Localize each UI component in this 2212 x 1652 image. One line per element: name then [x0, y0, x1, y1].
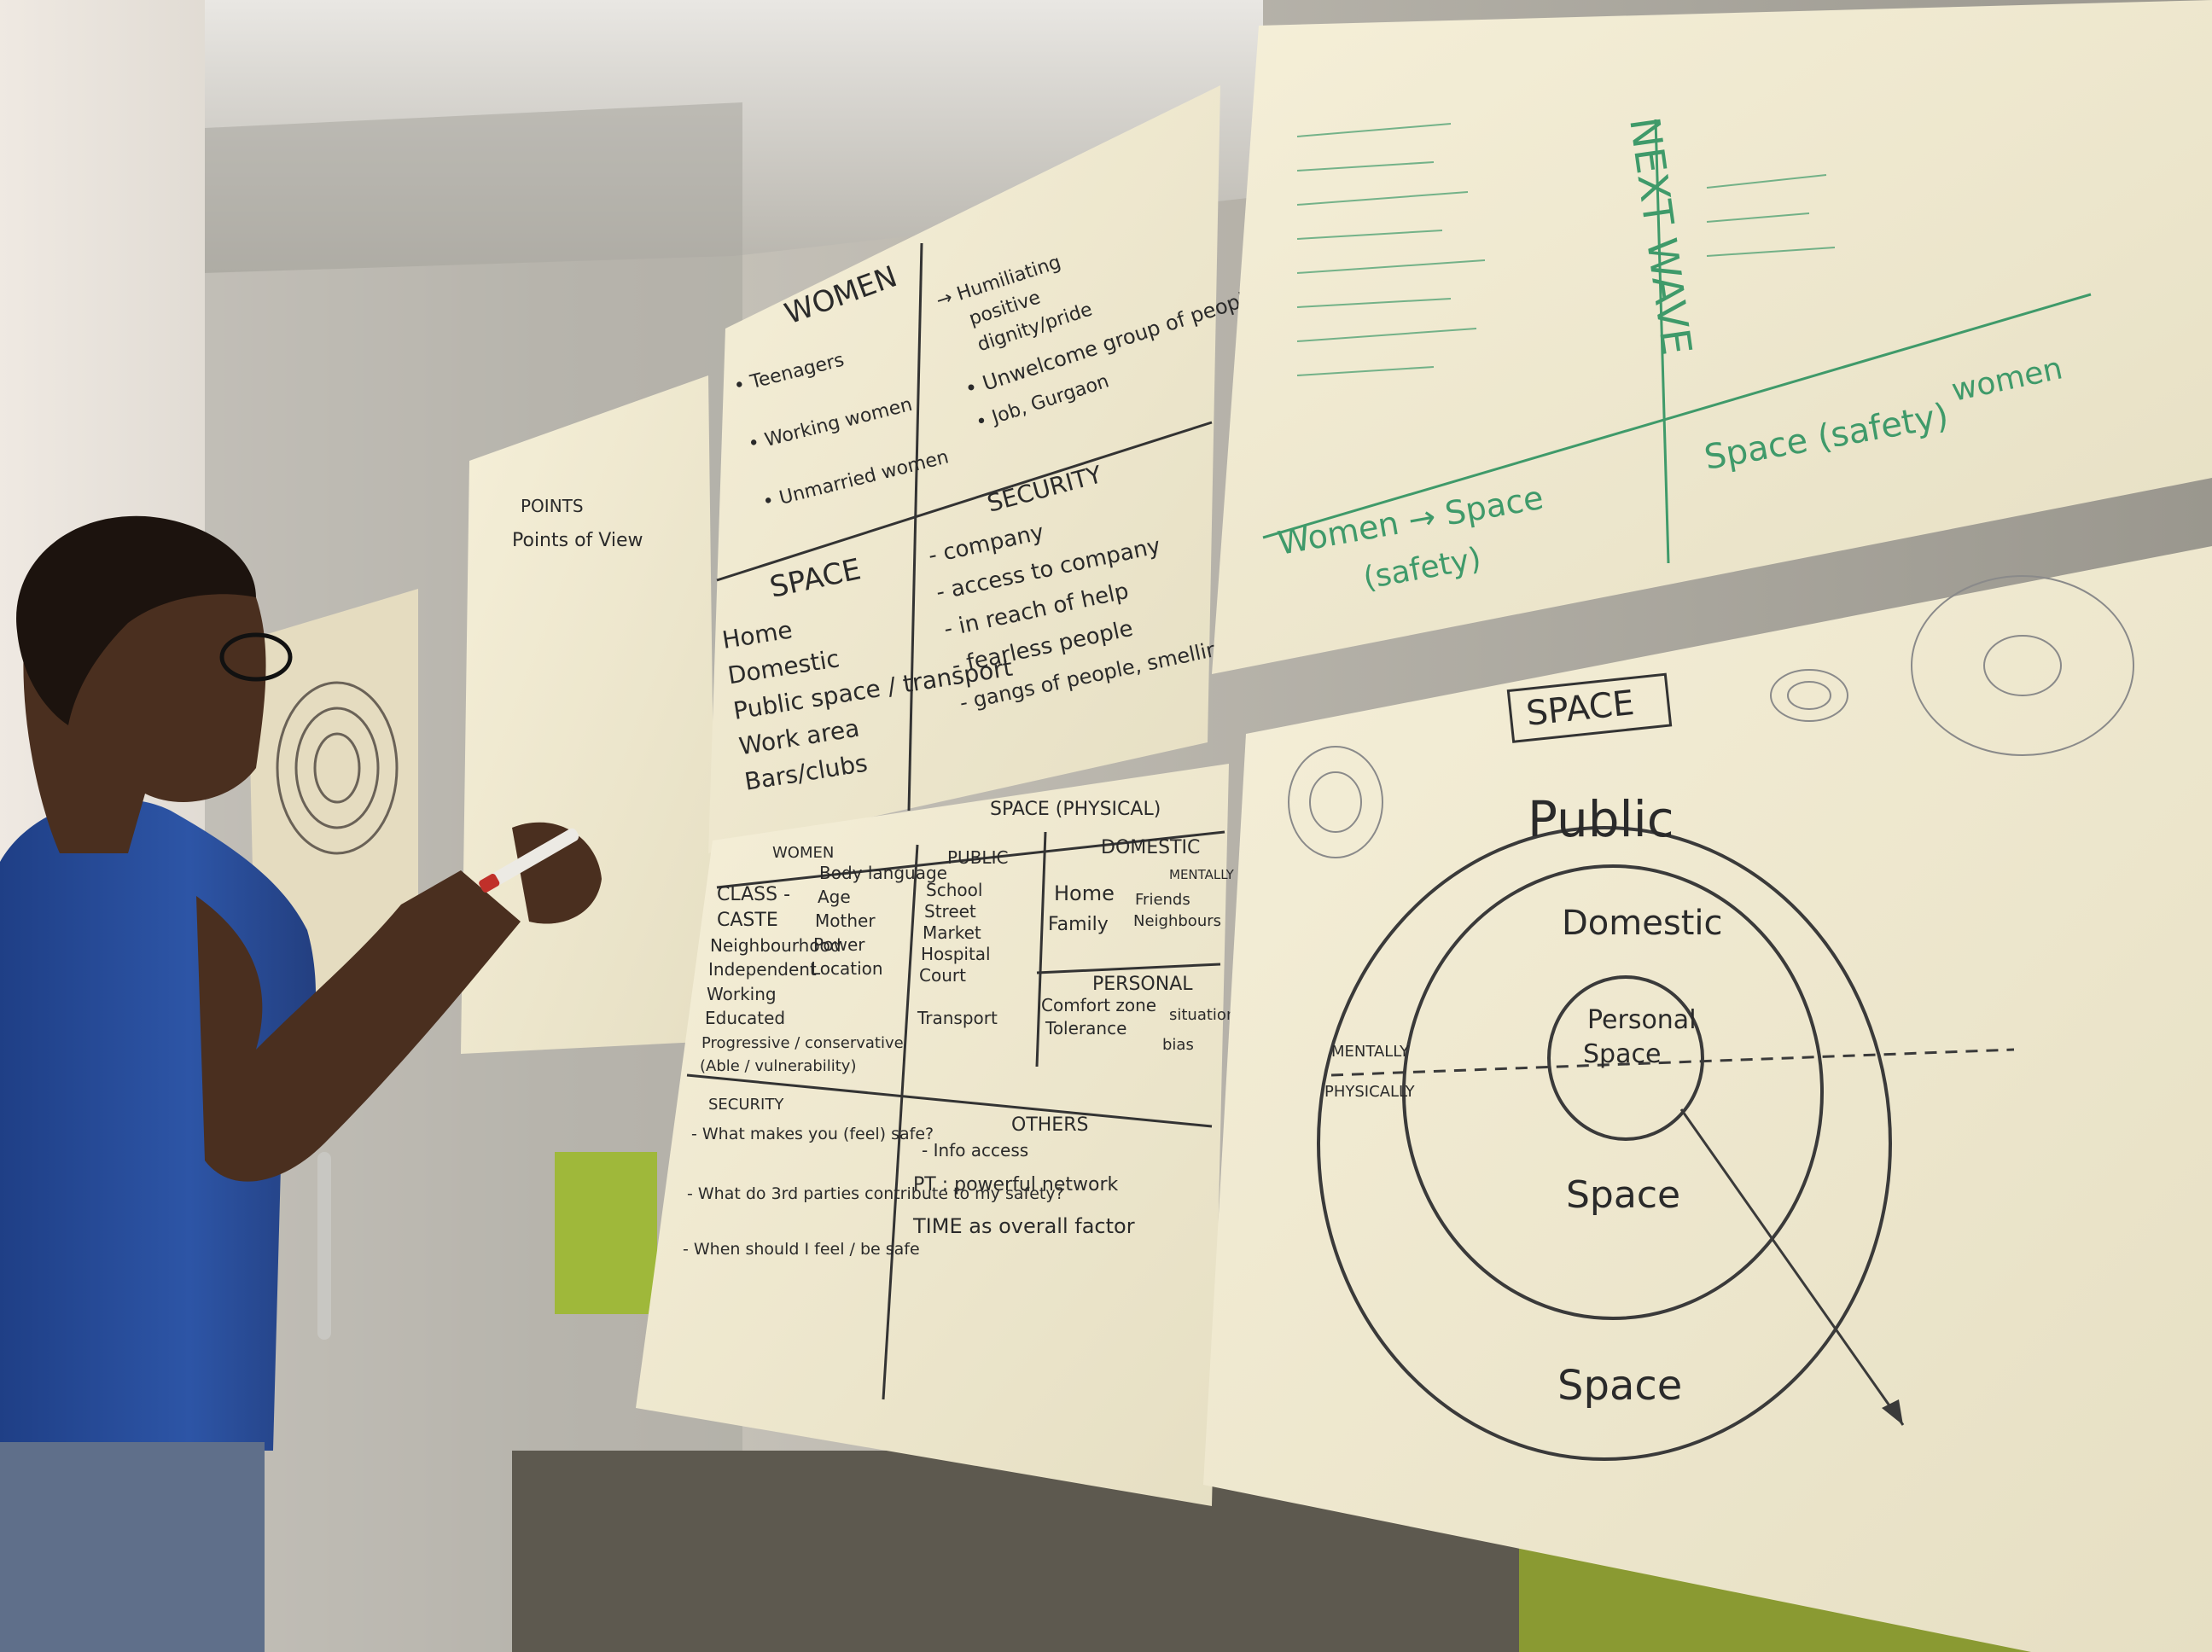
svg-text:Friends: Friends: [1135, 891, 1190, 909]
svg-text:TIME as overall factor: TIME as overall factor: [912, 1214, 1135, 1238]
person-hair: [16, 515, 257, 725]
ring-space-outer: Space: [1557, 1362, 1682, 1410]
physical-women-right: Body language Age Mother Power Location: [811, 863, 947, 979]
svg-text:Comfort zone: Comfort zone: [1041, 995, 1156, 1015]
svg-text:Tolerance: Tolerance: [1045, 1018, 1126, 1038]
svg-text:Progressive / conservative: Progressive / conservative: [701, 1034, 904, 1052]
grid-lines-sheet1: [716, 242, 1213, 811]
svg-text:Home: Home: [1054, 881, 1115, 905]
svg-text:Street: Street: [924, 901, 976, 922]
poster-women-space-security: [708, 85, 1220, 853]
physical-col-women: WOMEN: [772, 844, 834, 862]
physical-personal-list: Comfort zone Tolerance situation bias: [1041, 995, 1236, 1054]
physical-others-title: OTHERS: [1011, 1114, 1088, 1136]
physical-domestic-list: Home Family Friends Neighbours: [1048, 881, 1221, 935]
svg-text:- Info access: - Info access: [922, 1140, 1028, 1160]
pov-title: POINTS: [521, 496, 584, 516]
physical-security-list: - What makes you (feel) safe? - What do …: [683, 1125, 1064, 1259]
arrow-head-icon: [1882, 1399, 1903, 1425]
poster-points-of-view: [461, 375, 717, 1054]
concentric-circles: [1317, 826, 1892, 1461]
label-physically: PHYSICALLY: [1324, 1083, 1416, 1101]
small-circle-sketches: [1288, 575, 2134, 858]
ring-personal: Personal: [1587, 1005, 1697, 1035]
svg-text:School: School: [926, 880, 982, 900]
dashed-divider: [1330, 1048, 2015, 1077]
svg-text:CLASS -: CLASS -: [717, 884, 790, 905]
svg-text:Location: Location: [811, 958, 883, 979]
svg-text:Hospital: Hospital: [921, 944, 991, 964]
svg-text:Transport: Transport: [917, 1008, 998, 1028]
svg-text:- When should I feel / be safe: - When should I feel / be safe: [683, 1240, 920, 1259]
svg-text:PT : powerful network: PT : powerful network: [913, 1174, 1118, 1195]
physical-title: SPACE (PHYSICAL): [990, 799, 1161, 820]
person: [0, 515, 602, 1652]
ring-personal-space: Space: [1583, 1039, 1661, 1069]
svg-text:Working: Working: [707, 984, 777, 1004]
svg-text:Court: Court: [919, 965, 966, 986]
svg-text:Body language: Body language: [819, 863, 947, 883]
ring-domestic: Domestic: [1562, 904, 1722, 943]
svg-text:Age: Age: [818, 887, 851, 907]
pov-subtitle: Points of View: [512, 530, 643, 551]
svg-text:Family: Family: [1048, 914, 1109, 935]
radius-arrow: [1679, 1108, 1905, 1426]
space-title-box: [1506, 672, 1673, 743]
poster-space-physical: [636, 764, 1229, 1506]
svg-text:Mother: Mother: [815, 910, 876, 931]
grid-lines-sheet2: [686, 830, 1225, 1400]
physical-col-public: PUBLIC: [947, 847, 1008, 868]
physical-col-mentally: MENTALLY: [1169, 867, 1235, 882]
physical-public-list: School Street Market Hospital Court Tran…: [917, 880, 998, 1028]
svg-text:Neighbourhood: Neighbourhood: [710, 935, 841, 956]
svg-text:Neighbours: Neighbours: [1133, 912, 1221, 930]
next-wave-vline: [1654, 119, 1670, 564]
svg-text:- What makes you (feel) safe?: - What makes you (feel) safe?: [691, 1125, 934, 1143]
physical-personal-title: PERSONAL: [1092, 974, 1193, 995]
poster-next-wave: [1212, 0, 2212, 674]
svg-text:- What do 3rd parties contribu: - What do 3rd parties contribute to my s…: [687, 1184, 1064, 1203]
physical-women-list: CLASS - CASTE Neighbourhood Independent …: [700, 884, 904, 1075]
person-jeans: [0, 1442, 265, 1652]
person-hand: [512, 822, 602, 924]
glasses-icon: [219, 632, 293, 682]
svg-text:CASTE: CASTE: [717, 910, 778, 931]
next-wave-divider: [1262, 293, 2092, 539]
green-partition: [555, 1152, 657, 1314]
svg-text:(Able / vulnerability): (Able / vulnerability): [700, 1057, 856, 1075]
ring-space-mid: Space: [1566, 1173, 1680, 1217]
physical-others-list: - Info access PT : powerful network TIME…: [912, 1140, 1135, 1238]
svg-text:Educated: Educated: [705, 1008, 785, 1028]
ring-public: Public: [1528, 790, 1674, 848]
person-arm: [196, 870, 521, 1182]
label-mentally: MENTALLY: [1331, 1043, 1410, 1061]
physical-col-domestic: DOMESTIC: [1101, 837, 1200, 858]
marker-cap-red: [479, 874, 500, 893]
marker-pen: [479, 828, 579, 893]
spiral-drawing: [276, 681, 399, 855]
svg-text:Market: Market: [923, 922, 981, 943]
door-handle: [317, 1152, 331, 1340]
svg-text:Independent: Independent: [708, 959, 817, 980]
svg-text:situation: situation: [1169, 1006, 1236, 1024]
svg-text:Power: Power: [813, 934, 865, 955]
green-notes: [1296, 123, 1836, 376]
svg-text:bias: bias: [1162, 1036, 1194, 1054]
physical-security-title: SECURITY: [708, 1096, 784, 1114]
poster-space-diagram: [1203, 546, 2212, 1652]
